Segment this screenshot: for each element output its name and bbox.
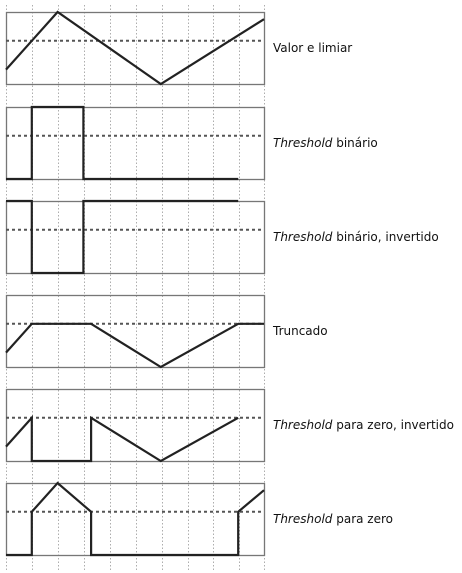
panel-frame [5, 106, 266, 181]
label-text: binário [332, 136, 378, 150]
signal-line [5, 414, 239, 463]
panel-label-truncate: Truncado [273, 324, 328, 338]
label-text: binário, invertido [332, 230, 439, 244]
signal-line [6, 105, 239, 181]
panel-value-threshold [5, 10, 266, 86]
label-text: para zero, invertido [332, 418, 454, 432]
panel-label-value-threshold: Valor e limiar [273, 41, 352, 55]
panel-binary [5, 105, 266, 181]
panels [5, 10, 266, 557]
panel-label-to-zero: Threshold para zero [273, 512, 393, 526]
label-text: Valor e limiar [273, 41, 353, 55]
panel-frame [5, 294, 266, 369]
signal-line [5, 10, 265, 86]
panel-frame [5, 11, 266, 86]
panel-to-zero-inverted [5, 388, 266, 463]
label-italic: Threshold [273, 418, 333, 432]
label-text: Truncado [273, 324, 328, 338]
panel-label-to-zero-inverted: Threshold para zero, invertido [273, 418, 454, 432]
signal-line [5, 322, 264, 369]
label-italic: Threshold [273, 136, 333, 150]
label-italic: Threshold [273, 512, 333, 526]
panel-frame [5, 200, 266, 275]
signal-line [6, 481, 265, 557]
panel-frame [5, 388, 266, 463]
vertical-guides [6, 5, 265, 570]
panel-label-binary-inverted: Threshold binário, invertido [273, 230, 439, 244]
panel-frame [5, 482, 266, 557]
panel-truncate [5, 294, 266, 369]
panel-to-zero [5, 481, 266, 557]
panel-label-binary: Threshold binário [273, 136, 378, 150]
signal-line [6, 199, 239, 275]
label-italic: Threshold [273, 230, 333, 244]
label-text: para zero [332, 512, 393, 526]
panel-binary-inverted [5, 199, 266, 275]
